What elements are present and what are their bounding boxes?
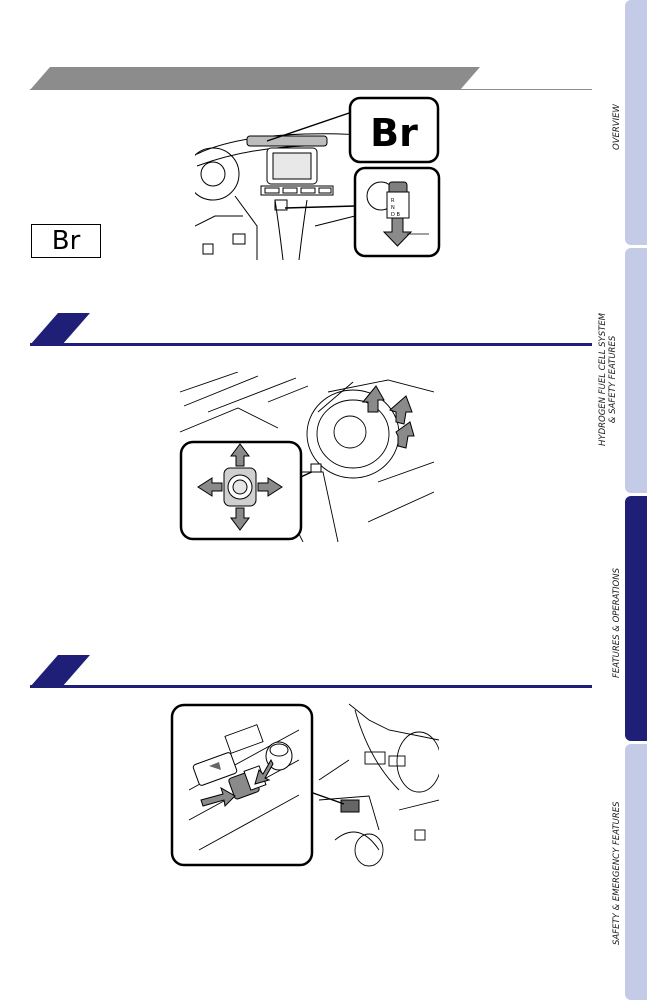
door-switch-illustration: [170, 703, 439, 867]
arrow-left-icon: [197, 477, 223, 497]
tab-label-hydrogen: HYDROGEN FUEL CELL SYSTEM & SAFETY FEATU…: [598, 312, 618, 446]
shifter-mark-d: D B: [391, 212, 400, 218]
tab-label-features: FEATURES & OPERATIONS: [612, 567, 622, 678]
tab-hydrogen-fuel-cell[interactable]: [625, 248, 647, 493]
section-3-rule: [30, 685, 592, 688]
shifter-mark-n: N: [391, 205, 395, 211]
tab-label-safety: SAFETY & EMERGENCY FEATURES: [612, 801, 622, 945]
dashboard-illustration: Br R N D B: [195, 96, 441, 260]
br-indicator-badge: Br: [31, 224, 101, 258]
steering-adjust-illustration: [179, 372, 434, 542]
tab-label-overview: OVERVIEW: [612, 104, 622, 150]
section-header-rule: [30, 89, 592, 90]
section-3-flag: [30, 655, 90, 687]
arrow-up-icon: [230, 443, 250, 467]
section-2-rule: [30, 343, 592, 346]
arrow-down-icon: [254, 758, 274, 785]
arrow-press-icon: [200, 786, 236, 808]
arrow-down-icon: [230, 507, 250, 531]
tab-features-operations[interactable]: [625, 496, 647, 741]
section-2-flag: [30, 313, 90, 345]
down-arrow-icon: [382, 217, 413, 247]
tab-overview[interactable]: [625, 0, 647, 245]
arrow-right-icon: [257, 477, 283, 497]
section-header-bar: [30, 67, 480, 90]
shifter-mark-r: R: [391, 198, 395, 204]
tab-safety-emergency[interactable]: [625, 744, 647, 1000]
br-callout-text: Br: [370, 111, 418, 155]
